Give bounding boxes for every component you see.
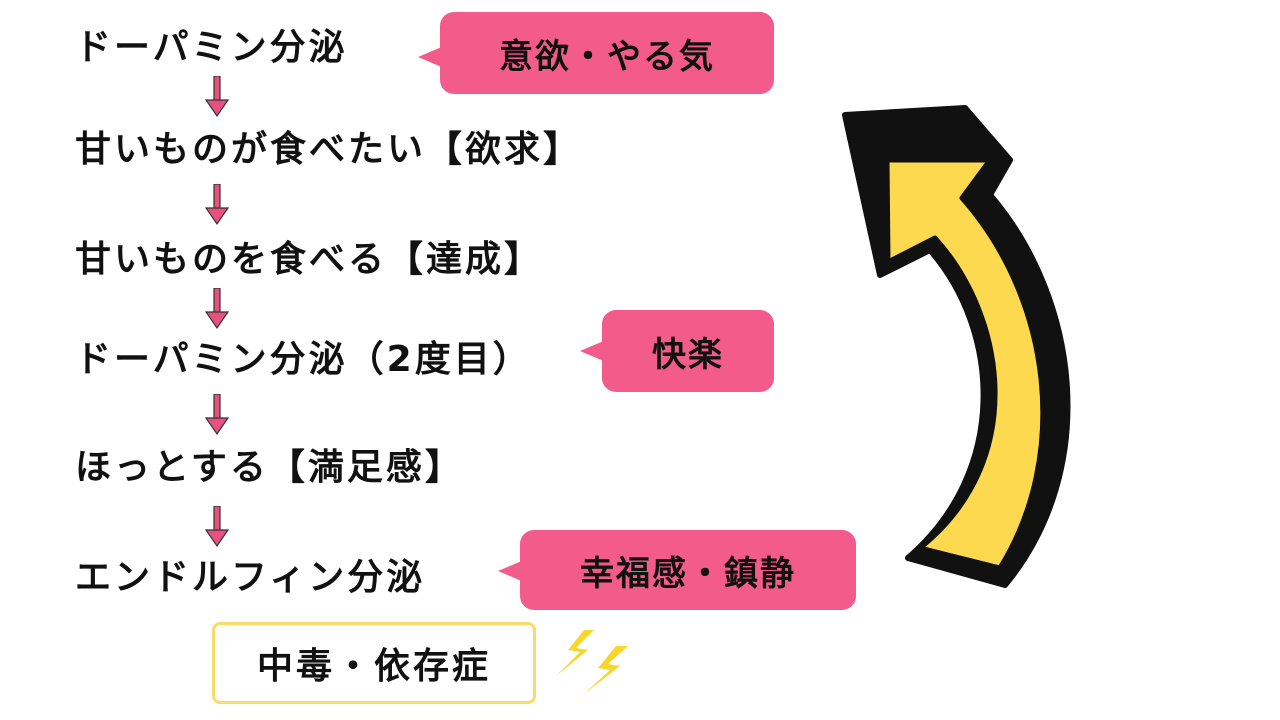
step-endorphin-release: エンドルフィン分泌 (75, 557, 426, 598)
bubble-pleasure: 快楽 (602, 310, 774, 392)
step-relief: ほっとする【満足感】 (75, 447, 464, 488)
down-arrow-icon (204, 506, 230, 548)
bubble-motivation: 意欲・やる気 (440, 12, 774, 94)
addiction-dependence-box: 中毒・依存症 (212, 622, 536, 704)
down-arrow-icon (204, 394, 230, 436)
bubble-happiness-calm: 幸福感・鎮静 (520, 530, 856, 610)
down-arrow-icon (204, 288, 230, 330)
down-arrow-icon (204, 184, 230, 226)
bubble-tail (498, 560, 524, 582)
step-dopamine-release-2nd: ドーパミン分泌（2度目） (75, 339, 532, 380)
bubble-tail (418, 46, 444, 68)
down-arrow-icon (204, 76, 230, 118)
bubble-tail (580, 340, 606, 362)
step-dopamine-release: ドーパミン分泌 (75, 27, 348, 68)
step-eat-sweets: 甘いものを食べる【達成】 (75, 239, 544, 280)
step-craving-sweets: 甘いものが食べたい【欲求】 (75, 129, 583, 170)
